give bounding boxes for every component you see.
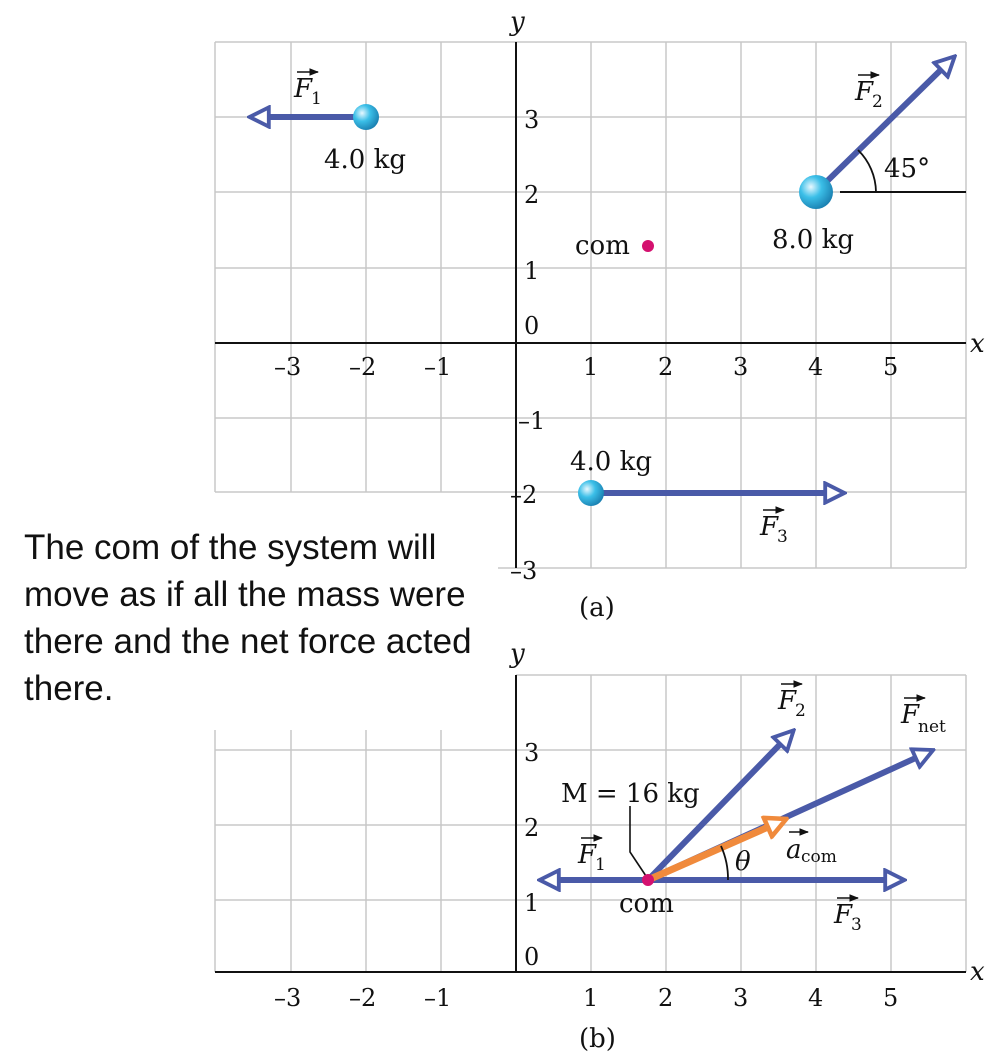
- x-tick-label: –3: [274, 984, 301, 1012]
- force-f2-arrow: [813, 58, 953, 195]
- x-tick-label: –3: [274, 353, 301, 381]
- y-tick-label: 0: [524, 943, 539, 971]
- svg-text:net: net: [918, 717, 946, 737]
- x-tick-label: 1: [583, 353, 598, 381]
- vector-label-f1: F 1: [293, 68, 322, 109]
- y-tick-label: 3: [524, 739, 539, 767]
- svg-text:F: F: [854, 77, 874, 107]
- com-dot: [642, 240, 654, 252]
- x-tick-label: –2: [349, 353, 376, 381]
- panel-b-y-axis-label: y: [509, 639, 525, 669]
- com-label: com: [619, 889, 674, 919]
- panel-b-y-ticks: 3 2 1 0: [524, 739, 539, 971]
- theta-arc: [720, 845, 729, 881]
- svg-text:2: 2: [795, 701, 806, 721]
- y-tick-label: –3: [510, 557, 537, 585]
- x-tick-label: –2: [349, 984, 376, 1012]
- svg-text:a: a: [786, 835, 802, 865]
- panel-a-x-ticks: –3 –2 –1 1 2 3 4 5: [274, 353, 898, 381]
- particle-8kg: [799, 175, 833, 209]
- theta-label: θ: [735, 847, 751, 877]
- panel-b-grid: [214, 674, 967, 972]
- panel-a-y-ticks: 3 2 1 0 –1 –2 –3: [510, 106, 545, 585]
- y-tick-label: 2: [524, 181, 539, 209]
- svg-text:F: F: [293, 74, 313, 104]
- svg-text:3: 3: [777, 527, 788, 547]
- vector-label-f3: F 3: [759, 506, 788, 547]
- panel-a: x y –3 –2 –1 1 2 3 4 5 3 2 1 0 –1 –2 –3 …: [214, 7, 985, 623]
- panel-b-x-ticks: –3 –2 –1 1 2 3 4 5: [274, 984, 898, 1012]
- y-tick-label: –2: [510, 481, 537, 509]
- com-label: com: [575, 231, 630, 261]
- com-dot: [642, 874, 654, 886]
- force-f2-arrow: [645, 732, 792, 883]
- panel-b-x-axis-label: x: [970, 957, 985, 987]
- y-tick-label: 1: [524, 889, 539, 917]
- y-tick-label: 3: [524, 106, 539, 134]
- x-tick-label: 4: [808, 984, 823, 1012]
- y-tick-label: –1: [518, 407, 545, 435]
- svg-text:F: F: [759, 512, 779, 542]
- vector-label-f2: F 2: [854, 71, 883, 112]
- caption: The com of the system will move as if al…: [20, 522, 498, 714]
- mass-label: 8.0 kg: [772, 225, 854, 255]
- y-tick-label: 1: [524, 257, 539, 285]
- mass-label: M = 16 kg: [561, 779, 700, 809]
- x-tick-label: 2: [658, 984, 673, 1012]
- vector-label-acom: a com: [786, 828, 837, 867]
- mass-label: 4.0 kg: [570, 447, 652, 477]
- x-tick-label: 3: [733, 353, 748, 381]
- vector-label-f1: F 1: [577, 834, 606, 875]
- y-tick-label: 0: [524, 312, 539, 340]
- x-tick-label: 2: [658, 353, 673, 381]
- y-tick-label: 2: [524, 814, 539, 842]
- svg-text:1: 1: [311, 89, 322, 109]
- vector-label-f2: F 2: [777, 680, 806, 721]
- mass-label: 4.0 kg: [324, 145, 406, 175]
- x-tick-label: –1: [424, 984, 451, 1012]
- acceleration-arrow: [646, 820, 784, 884]
- vector-label-fnet: F net: [900, 694, 946, 737]
- svg-text:3: 3: [851, 915, 862, 935]
- angle-arc: [857, 149, 877, 193]
- particle-4kg-b: [578, 480, 604, 506]
- x-tick-label: 3: [733, 984, 748, 1012]
- svg-text:F: F: [900, 700, 920, 730]
- particle-4kg-a: [353, 104, 379, 130]
- x-tick-label: 5: [883, 984, 898, 1012]
- svg-text:com: com: [801, 847, 837, 867]
- svg-text:F: F: [777, 686, 797, 716]
- panel-b: x y –3 –2 –1 1 2 3 4 5 3 2 1 0 θ M =: [214, 639, 985, 1054]
- svg-text:2: 2: [872, 92, 883, 112]
- panel-b-label: (b): [579, 1024, 616, 1054]
- panel-a-x-axis-label: x: [970, 329, 985, 359]
- panel-a-y-axis-label: y: [509, 7, 525, 37]
- x-tick-label: 5: [883, 353, 898, 381]
- panel-a-label: (a): [579, 593, 615, 623]
- x-tick-label: 4: [808, 353, 823, 381]
- x-tick-label: –1: [424, 353, 451, 381]
- svg-text:F: F: [577, 840, 597, 870]
- angle-label: 45°: [884, 154, 930, 184]
- svg-text:1: 1: [595, 855, 606, 875]
- svg-text:F: F: [833, 900, 853, 930]
- x-tick-label: 1: [583, 984, 598, 1012]
- vector-label-f3: F 3: [833, 894, 862, 935]
- mass-leader-line: [629, 806, 647, 877]
